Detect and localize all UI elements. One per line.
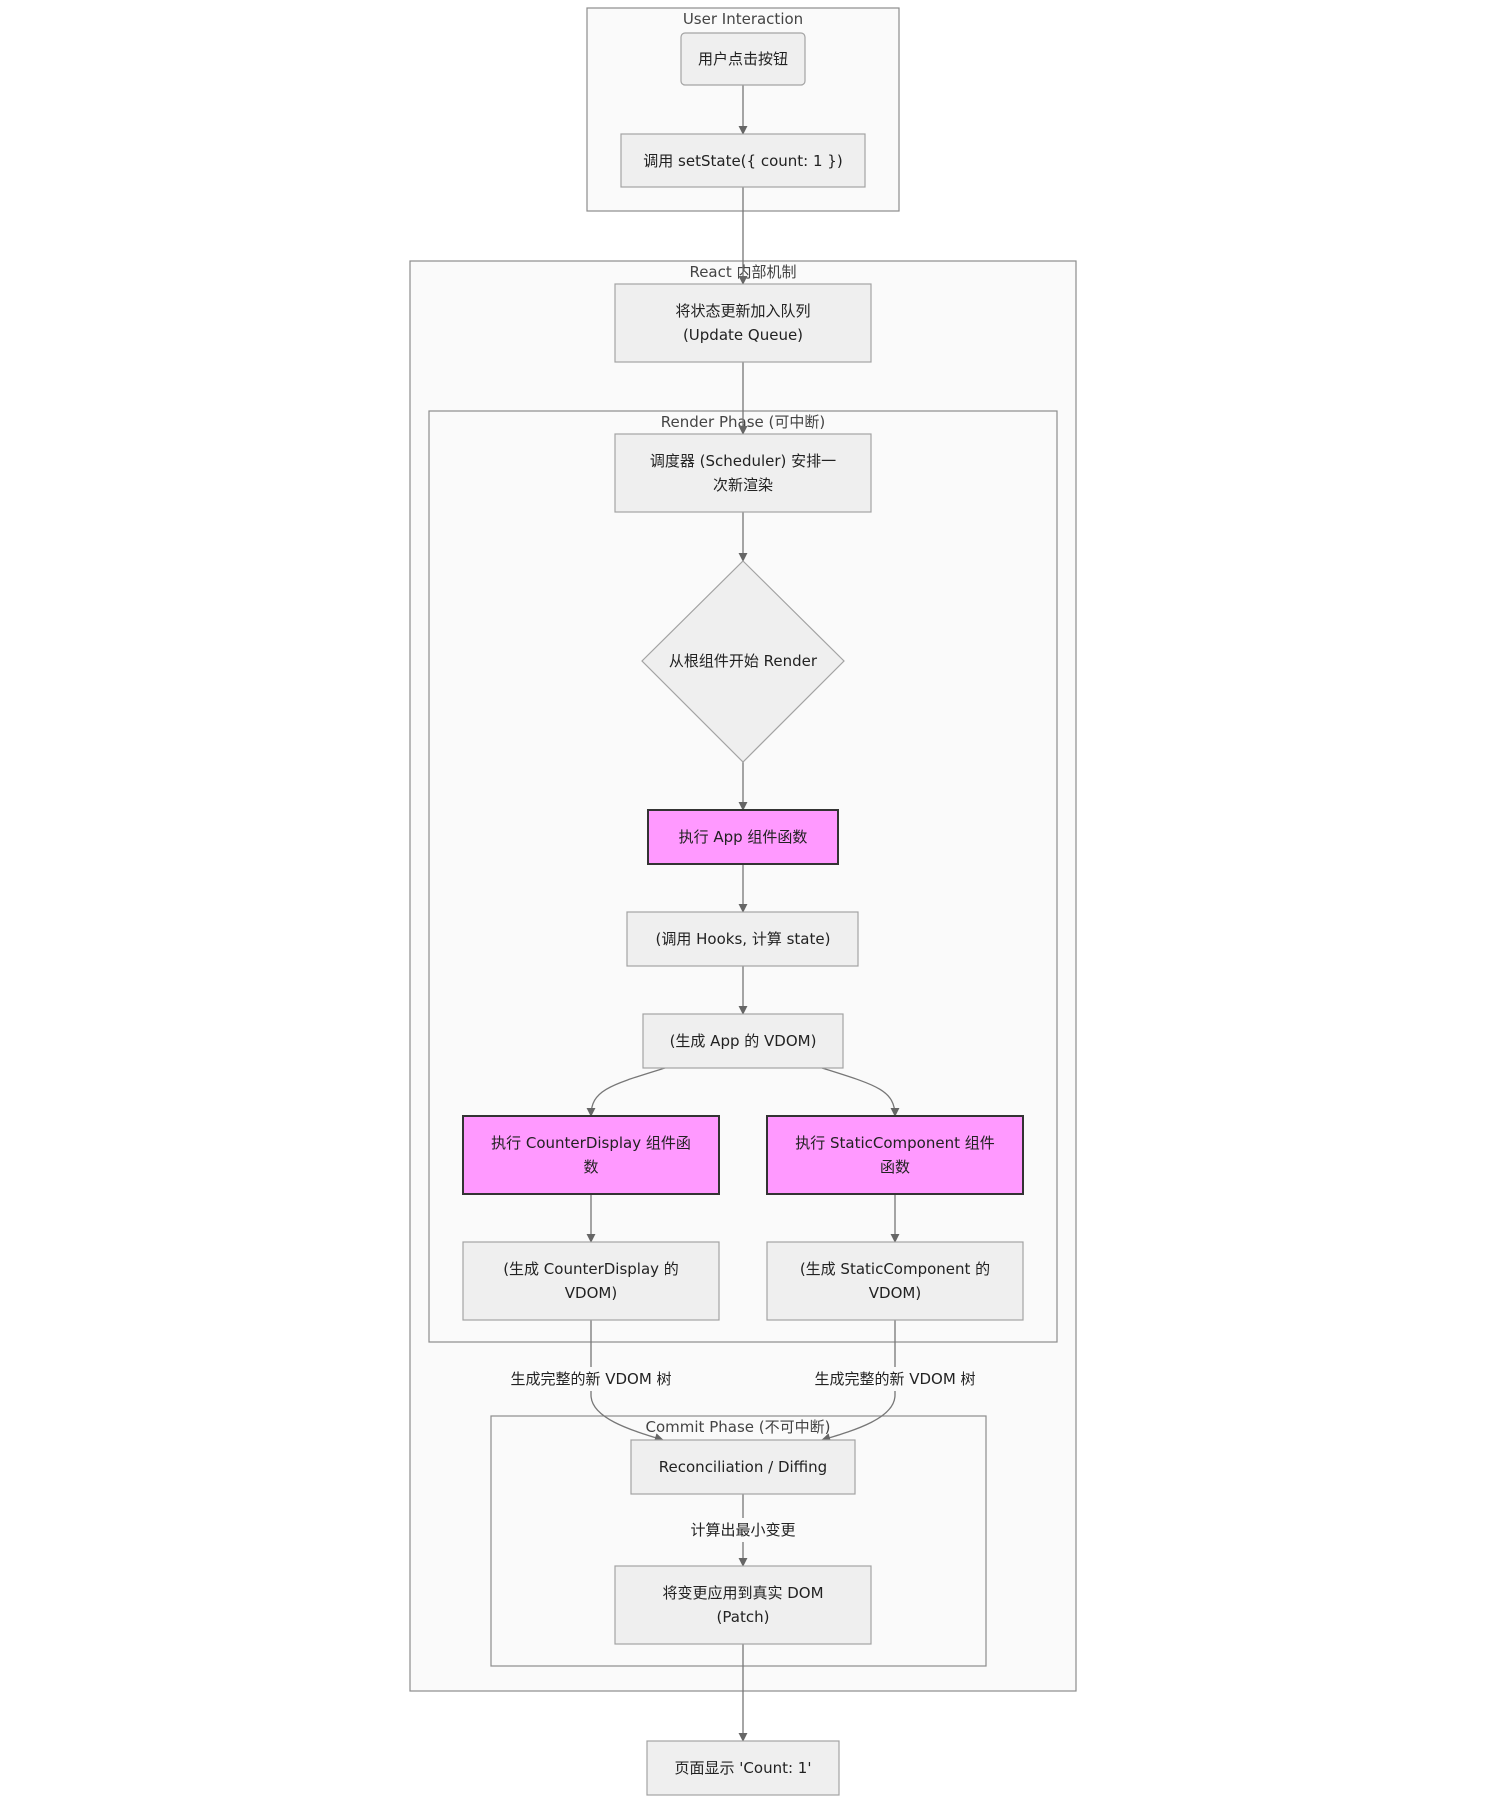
svg-text:VDOM): VDOM): [565, 1284, 617, 1302]
node-patch-dom: 将变更应用到真实 DOM (Patch): [614, 1565, 872, 1645]
node-hooks: (调用 Hooks, 计算 state): [626, 911, 859, 967]
svg-text:调用 setState({ count: 1 }): 调用 setState({ count: 1 }): [643, 152, 842, 170]
svg-text:Reconciliation / Diffing: Reconciliation / Diffing: [659, 1458, 827, 1476]
node-page-display: 页面显示 'Count: 1': [646, 1740, 840, 1796]
svg-text:VDOM): VDOM): [869, 1284, 921, 1302]
node-static-vdom: (生成 StaticComponent 的 VDOM): [766, 1241, 1024, 1321]
svg-text:将状态更新加入队列: 将状态更新加入队列: [675, 302, 810, 320]
svg-text:生成完整的新 VDOM 树: 生成完整的新 VDOM 树: [510, 1370, 671, 1388]
node-setstate: 调用 setState({ count: 1 }): [620, 133, 866, 188]
edge-static-vdom-reconcile: [821, 1320, 896, 1443]
node-scheduler: 调度器 (Scheduler) 安排一 次新渲染: [614, 433, 872, 513]
node-exec-counter-display: 执行 CounterDisplay 组件函 数: [462, 1115, 720, 1195]
edge-label-min-change: 计算出最小变更: [682, 1518, 804, 1542]
node-app-vdom: (生成 App 的 VDOM): [642, 1013, 844, 1069]
svg-text:(生成 CounterDisplay 的: (生成 CounterDisplay 的: [503, 1260, 679, 1278]
edges: [586, 85, 900, 1742]
svg-text:(调用 Hooks, 计算 state): (调用 Hooks, 计算 state): [656, 930, 831, 948]
svg-text:(生成 StaticComponent 的: (生成 StaticComponent 的: [800, 1260, 990, 1278]
node-counter-vdom: (生成 CounterDisplay 的 VDOM): [462, 1241, 720, 1321]
svg-text:将变更应用到真实 DOM: 将变更应用到真实 DOM: [662, 1584, 823, 1602]
svg-text:执行 CounterDisplay 组件函: 执行 CounterDisplay 组件函: [491, 1134, 691, 1152]
edge-label-vdom-tree-right: 生成完整的新 VDOM 树: [812, 1367, 978, 1391]
svg-text:执行 App 组件函数: 执行 App 组件函数: [679, 828, 808, 846]
svg-text:(Patch): (Patch): [717, 1608, 770, 1626]
svg-text:用户点击按钮: 用户点击按钮: [698, 50, 788, 68]
svg-text:函数: 函数: [880, 1158, 910, 1176]
edge-label-vdom-tree-left: 生成完整的新 VDOM 树: [508, 1367, 674, 1391]
svg-text:数: 数: [583, 1158, 598, 1176]
edge-counter-vdom-reconcile: [590, 1320, 664, 1442]
edge-vdom-counter: [586, 1067, 666, 1117]
svg-text:执行 StaticComponent 组件: 执行 StaticComponent 组件: [795, 1134, 995, 1152]
svg-text:生成完整的新 VDOM 树: 生成完整的新 VDOM 树: [814, 1370, 975, 1388]
svg-text:(Update Queue): (Update Queue): [683, 326, 803, 344]
svg-text:计算出最小变更: 计算出最小变更: [690, 1521, 795, 1539]
cluster-label-commit: Commit Phase (不可中断): [646, 1418, 831, 1436]
edge-vdom-static: [821, 1067, 900, 1117]
svg-text:从根组件开始 Render: 从根组件开始 Render: [669, 652, 818, 670]
node-exec-app: 执行 App 组件函数: [647, 809, 839, 865]
node-exec-static-component: 执行 StaticComponent 组件 函数: [766, 1115, 1024, 1195]
node-root-render-decision: 从根组件开始 Render: [641, 560, 845, 763]
node-update-queue: 将状态更新加入队列 (Update Queue): [614, 283, 872, 363]
svg-text:次新渲染: 次新渲染: [713, 476, 773, 494]
node-click-button: 用户点击按钮: [680, 32, 806, 86]
svg-text:调度器 (Scheduler) 安排一: 调度器 (Scheduler) 安排一: [650, 452, 836, 470]
cluster-label-user: User Interaction: [683, 10, 803, 28]
svg-text:(生成 App 的 VDOM): (生成 App 的 VDOM): [670, 1032, 817, 1050]
svg-text:页面显示 'Count: 1': 页面显示 'Count: 1': [675, 1759, 812, 1777]
node-reconciliation: Reconciliation / Diffing: [630, 1439, 856, 1495]
